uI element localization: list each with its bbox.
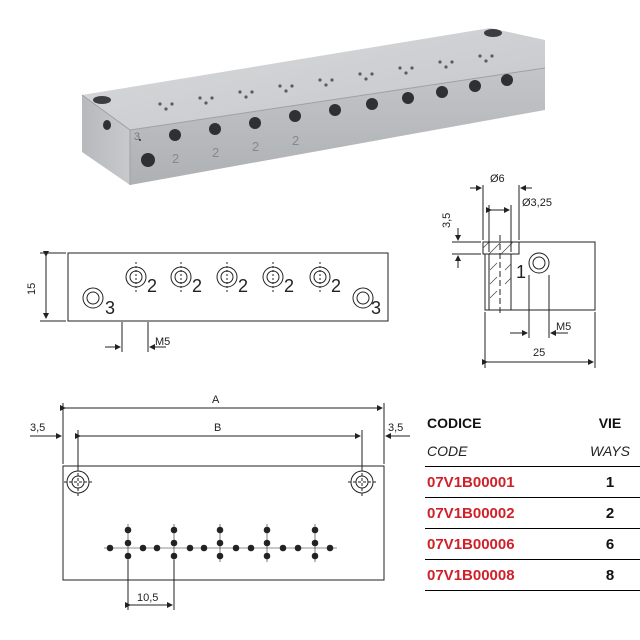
table-row: 07V1B00006 6 (425, 529, 640, 560)
subheader-code: CODE (427, 443, 468, 459)
side-thread-dim: M5 (556, 321, 571, 333)
row-code: 07V1B00006 (427, 535, 515, 553)
front-port-3a: 3 (105, 298, 115, 318)
front-port-2d: 2 (284, 276, 294, 296)
table-row: 07V1B00008 8 (425, 560, 640, 591)
row-code: 07V1B00001 (427, 473, 515, 491)
row-ways: 6 (605, 535, 615, 553)
photo-port-label-2: 2 (172, 151, 179, 166)
manifold-photo: 3 2 2 2 2 (81, 28, 546, 185)
side-depth-dim: 3,5 (441, 213, 453, 228)
photo-port-label-2b: 2 (212, 145, 219, 160)
row-code: 07V1B00008 (427, 566, 515, 584)
top-pitch: 10,5 (137, 592, 158, 604)
table-header-row: CODICE VIE (425, 410, 640, 436)
front-port-3b: 3 (371, 298, 381, 318)
row-code: 07V1B00002 (427, 504, 515, 522)
front-port-2c: 2 (238, 276, 248, 296)
front-port-2a: 2 (147, 276, 157, 296)
top-dim-a: A (212, 394, 220, 406)
code-table: CODICE VIE CODE WAYS 07V1B00001 1 07V1B0… (425, 410, 640, 591)
top-dim-b: B (214, 422, 221, 434)
side-dia-small: Ø3,25 (522, 197, 552, 209)
side-dia-large: Ø6 (490, 173, 505, 185)
table-row: 07V1B00002 2 (425, 498, 640, 529)
side-port-1: 1 (516, 262, 526, 282)
table-subheader-row: CODE WAYS (425, 436, 640, 467)
front-view (40, 251, 389, 352)
top-edge-left: 3,5 (30, 422, 45, 434)
front-port-2b: 2 (192, 276, 202, 296)
front-thread-dim: M5 (155, 336, 170, 348)
row-ways: 1 (605, 473, 615, 491)
photo-port-label-2c: 2 (252, 139, 259, 154)
row-ways: 2 (605, 504, 615, 522)
side-view (452, 185, 596, 368)
front-height-dim: 15 (26, 283, 38, 295)
photo-port-label-3: 3 (134, 131, 140, 143)
header-code: CODICE (427, 415, 482, 431)
front-port-2e: 2 (331, 276, 341, 296)
header-ways: VIE (598, 415, 622, 431)
table-row: 07V1B00001 1 (425, 467, 640, 498)
side-width-dim: 25 (533, 347, 545, 359)
subheader-ways: WAYS (590, 443, 630, 459)
row-ways: 8 (605, 566, 615, 584)
photo-port-label-2d: 2 (292, 133, 299, 148)
top-view (30, 403, 410, 610)
top-view-port-pattern (104, 524, 337, 562)
top-edge-right: 3,5 (388, 422, 403, 434)
